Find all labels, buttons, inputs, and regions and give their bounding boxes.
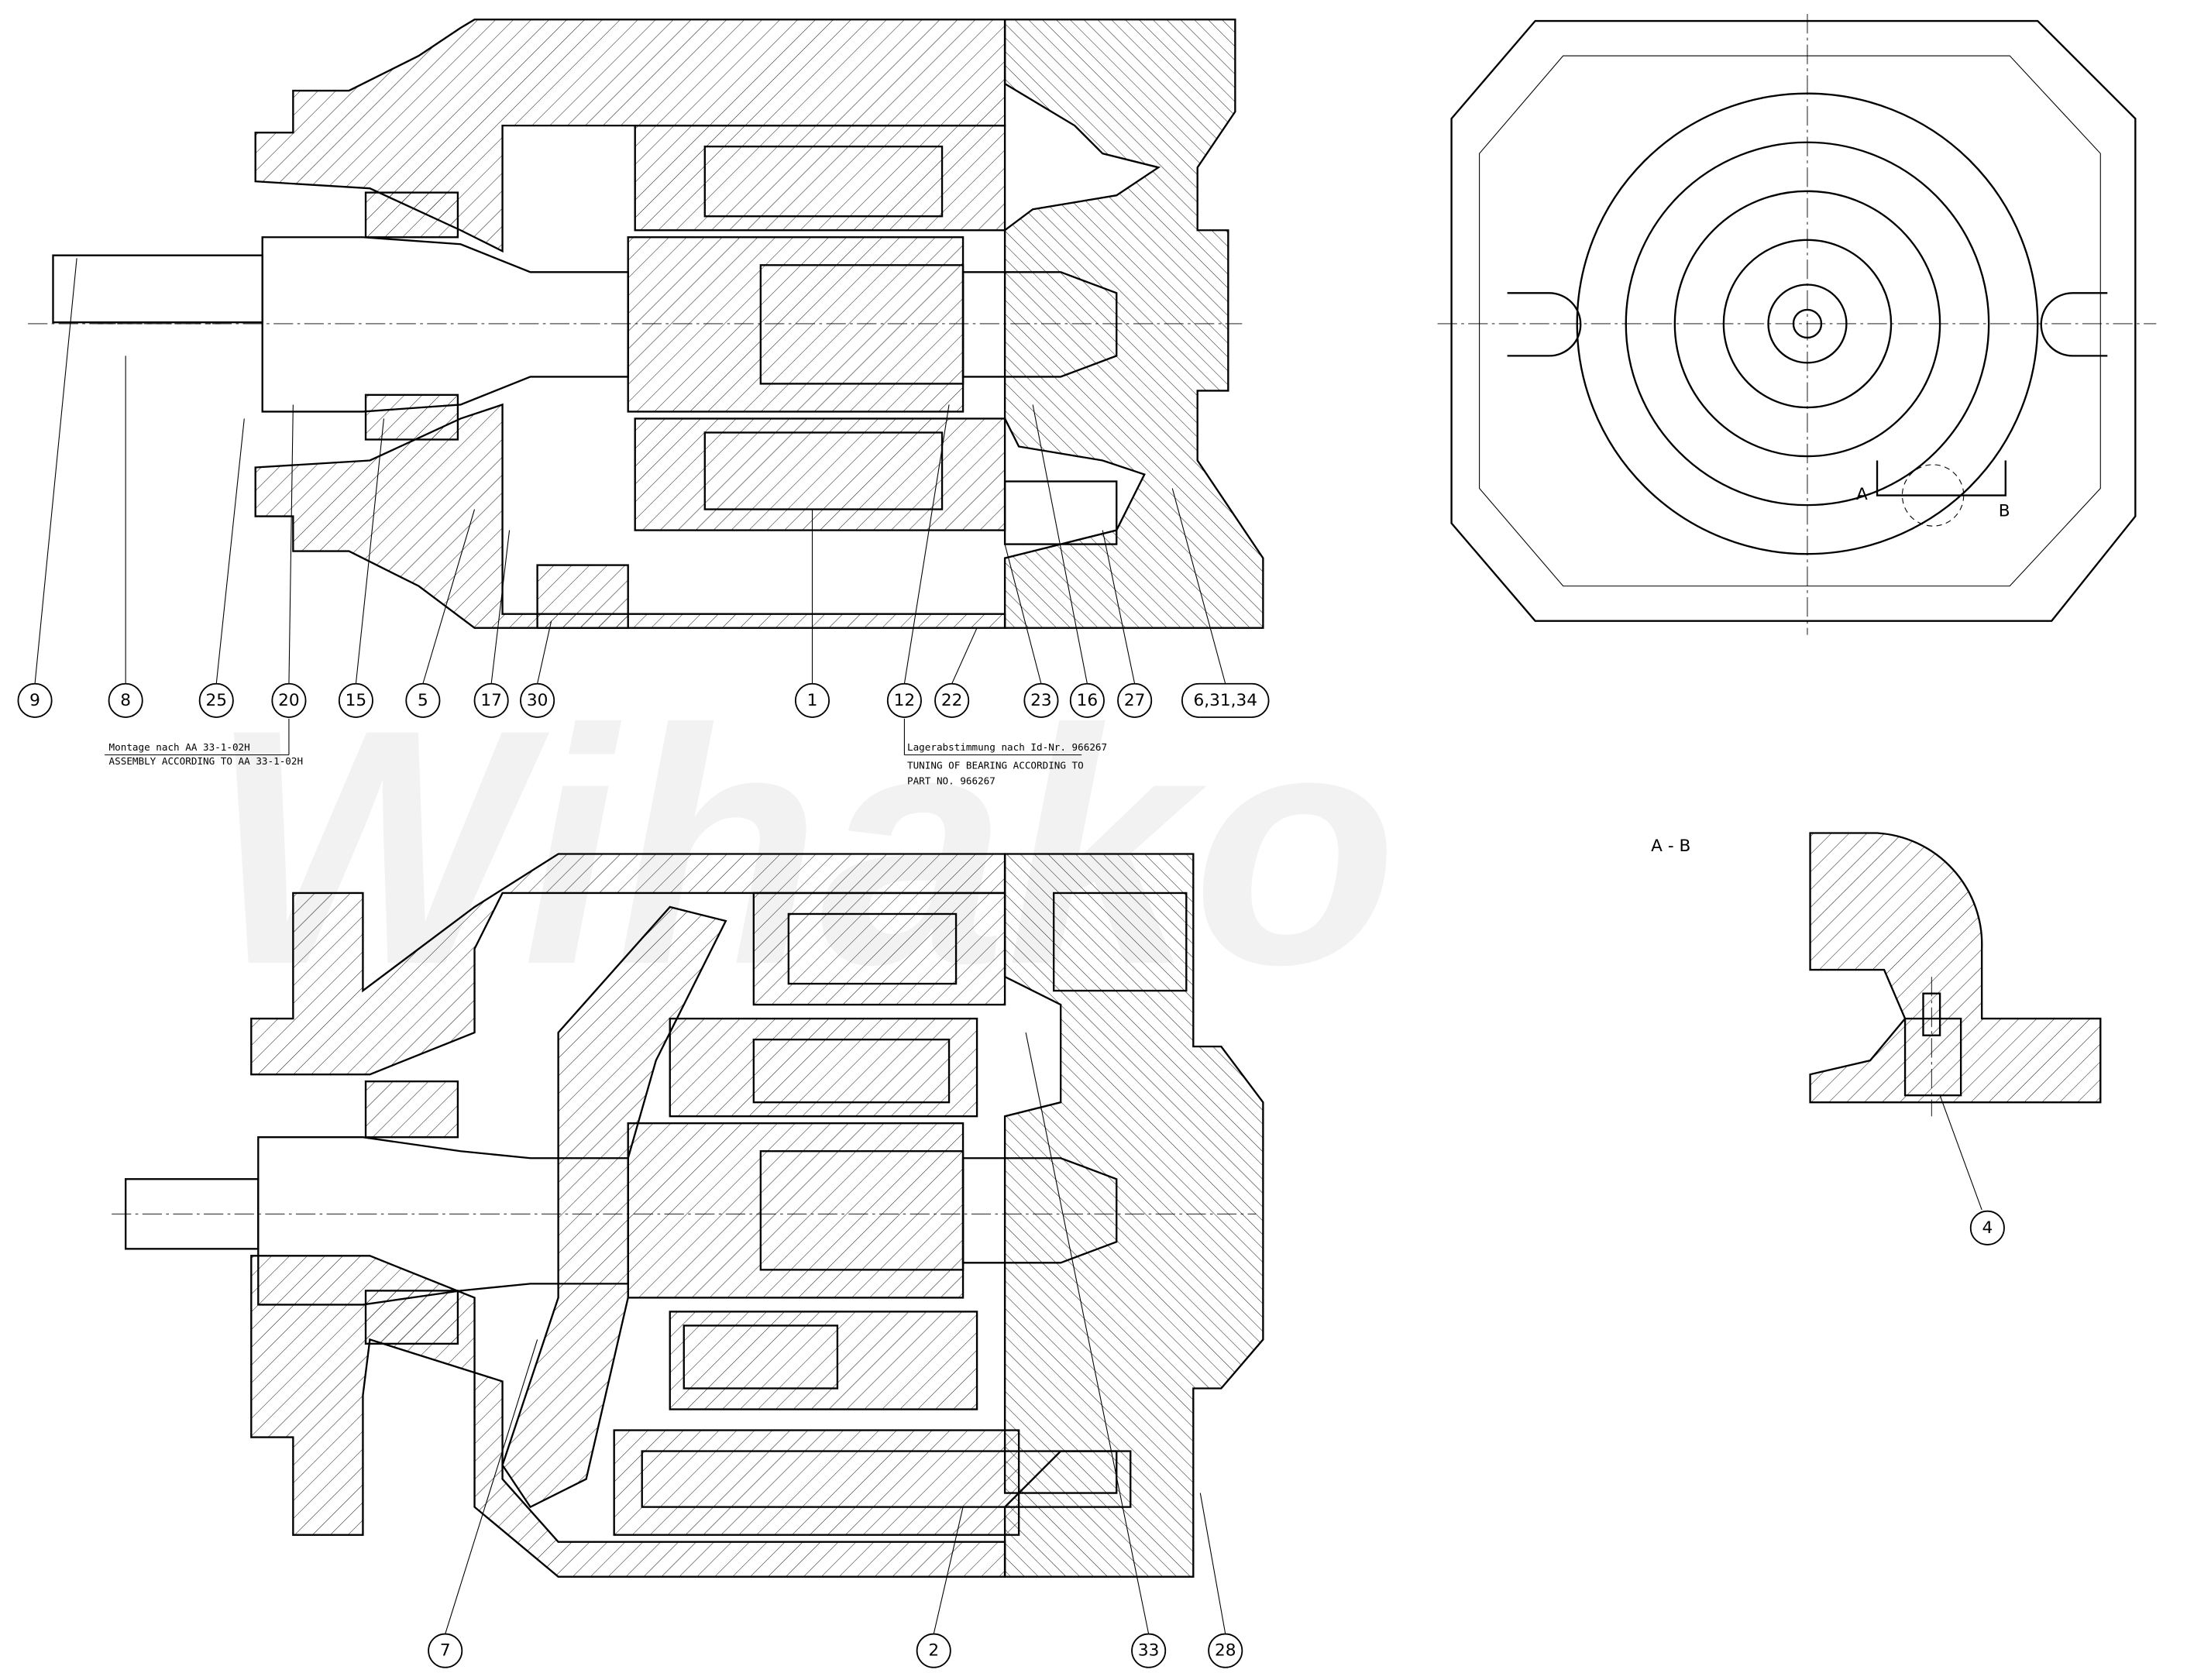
balloon-label: 30 <box>527 691 548 710</box>
balloon-top-0: 9 <box>17 258 77 718</box>
balloon-top-7: 30 <box>520 620 555 718</box>
end-view: A B <box>1437 14 2157 635</box>
balloon-top-10: 22 <box>934 627 978 718</box>
balloon-top-12: 16 <box>1032 404 1105 718</box>
balloon-label: 7 <box>440 1641 451 1661</box>
balloon-top-4: 15 <box>338 418 384 718</box>
balloon-top-9: 12 <box>886 404 950 718</box>
balloon-label: 8 <box>120 691 131 710</box>
balloon-label: 4 <box>1982 1218 1993 1238</box>
balloon-top-13: 27 <box>1102 530 1153 718</box>
bearing-note-de: Lagerabstimmung nach Id-Nr. 966267 <box>907 741 1107 753</box>
assembly-note-en: ASSEMBLY ACCORDING TO AA 33-1-02H <box>109 755 304 767</box>
section-a-b-detail: A - B <box>1651 832 2102 1211</box>
balloon-bottom-1: 2 <box>916 1507 964 1668</box>
balloon-top-8: 1 <box>794 509 830 718</box>
balloon-top-2: 25 <box>198 418 245 718</box>
balloon-label: 15 <box>346 691 366 710</box>
balloon-bottom-2: 33 <box>1025 1032 1167 1668</box>
balloon-label: 17 <box>480 691 502 710</box>
balloon-label: 28 <box>1215 1641 1236 1661</box>
bottom-section-view <box>112 853 1264 1578</box>
balloon-detail: 4 <box>1969 1210 2005 1245</box>
bearing-note-en-1: TUNING OF BEARING ACCORDING TO <box>907 760 1084 771</box>
section-marker-a: A <box>1856 485 1868 504</box>
balloon-label: 12 <box>894 691 916 710</box>
balloon-label: 6,31,34 <box>1193 691 1257 710</box>
section-title: A - B <box>1651 837 1690 856</box>
section-marker-b: B <box>1999 502 2010 521</box>
balloon-top-1: 8 <box>108 356 143 718</box>
top-section-view <box>28 19 1264 629</box>
balloon-label: 27 <box>1124 691 1146 710</box>
balloon-bottom-3: 28 <box>1199 1493 1243 1668</box>
balloon-label: 20 <box>278 691 300 710</box>
balloon-bottom-0: 7 <box>428 1339 538 1668</box>
balloon-label: 25 <box>206 691 228 710</box>
assembly-note-de: Montage nach AA 33-1-02H <box>109 741 250 753</box>
drive-shaft-end <box>52 254 263 324</box>
balloon-label: 23 <box>1030 691 1052 710</box>
balloon-label: 1 <box>807 691 818 710</box>
balloon-top-3: 20 <box>271 404 307 718</box>
balloon-top-11: 23 <box>1004 544 1059 718</box>
balloon-label: 2 <box>928 1641 939 1661</box>
bearing-note-en-2: PART NO. 966267 <box>907 775 995 786</box>
item-balloons: 9 8 25 20 15 5 17 30 1 12 22 23 16 27 6,31,34 7 2 33 28 4 <box>17 258 2005 1668</box>
balloon-label: 33 <box>1138 1641 1159 1661</box>
balloon-top-14: 6,31,34 <box>1171 488 1270 718</box>
drive-shaft <box>261 236 629 413</box>
balloon-label: 9 <box>29 691 40 710</box>
bearing-note: Lagerabstimmung nach Id-Nr. 966267 TUNIN… <box>903 718 1107 786</box>
balloon-label: 22 <box>941 691 963 710</box>
balloon-top-5: 5 <box>405 509 476 718</box>
balloon-top-6: 17 <box>473 530 511 718</box>
balloon-label: 16 <box>1077 691 1099 710</box>
balloon-label: 5 <box>418 691 428 710</box>
assembly-note: Montage nach AA 33-1-02H ASSEMBLY ACCORD… <box>105 718 304 767</box>
